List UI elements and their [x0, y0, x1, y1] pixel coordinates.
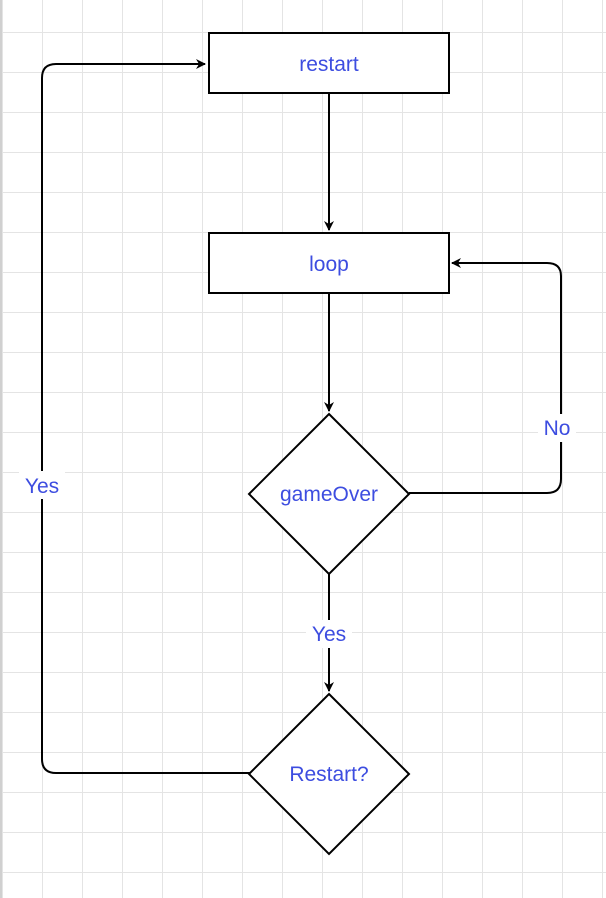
edge-label-no-bg [538, 414, 576, 442]
edge-label-no: No [544, 417, 571, 440]
node-gameover-label: gameOver [280, 483, 378, 506]
edge-label-yes-left-bg [19, 471, 65, 499]
edge-label-yes-middle-bg [306, 620, 352, 648]
node-loop-box [208, 232, 450, 294]
node-restart-question-label: Restart? [289, 763, 368, 786]
edge-restart-question-yes-to-restart [41, 59, 250, 774]
edge-label-yes-middle: Yes [312, 623, 346, 646]
canvas-left-border [0, 0, 2, 898]
node-gameover-diamond [247, 412, 411, 576]
edge-gameover-no-to-loop [409, 258, 562, 494]
node-restart-label: restart [299, 53, 359, 76]
node-loop-label: loop [309, 253, 349, 276]
edge-label-yes-left: Yes [25, 475, 59, 498]
node-restart-box [208, 32, 450, 94]
node-restart-question-diamond [247, 692, 411, 856]
